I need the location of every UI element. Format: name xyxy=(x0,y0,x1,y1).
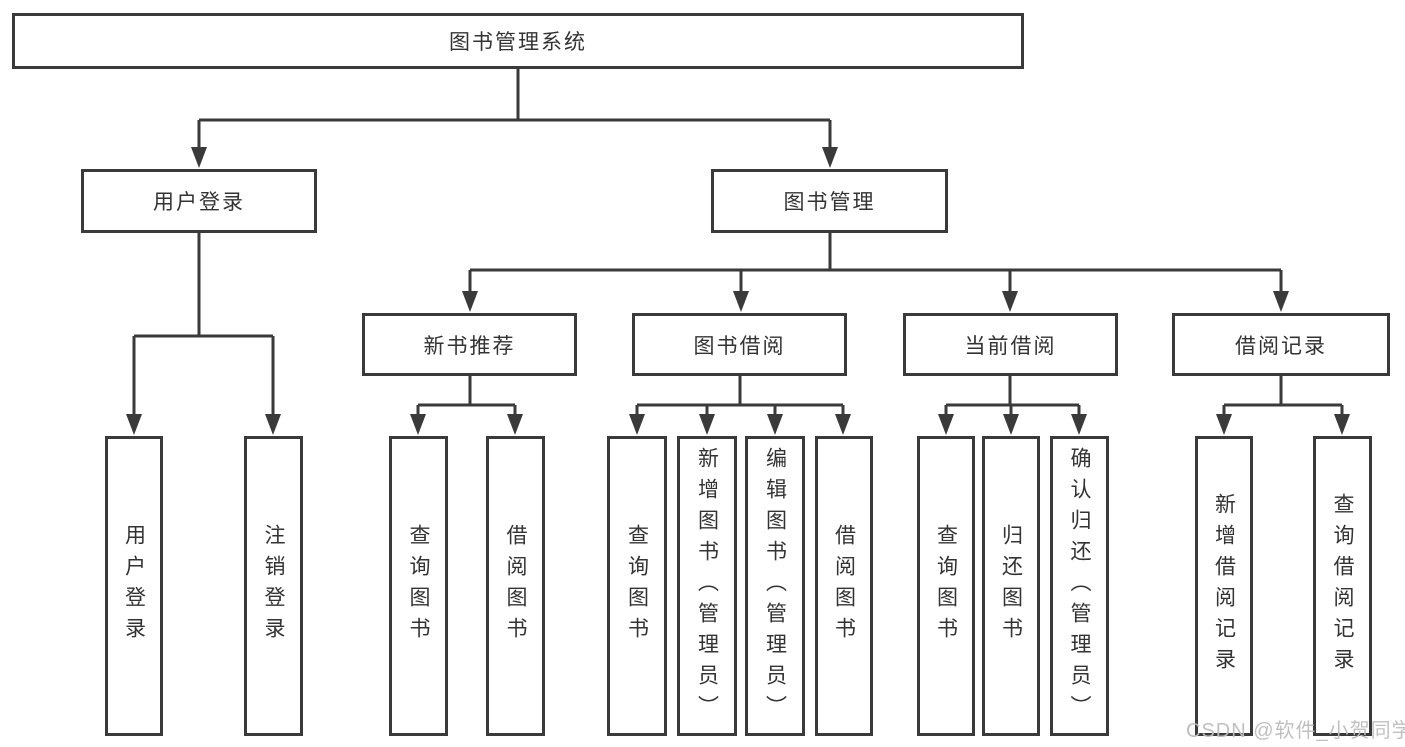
node-bb-borrow-book-label: 借阅图书 xyxy=(832,524,856,648)
node-logout-label: 注销登录 xyxy=(262,524,285,648)
node-book-borrow: 图书借阅 xyxy=(632,313,847,376)
node-nr-query-book: 查询图书 xyxy=(389,436,448,736)
node-login: 用户登录 xyxy=(105,436,163,736)
node-bb-query-book: 查询图书 xyxy=(607,436,667,736)
node-bb-borrow-book: 借阅图书 xyxy=(815,436,873,736)
node-current-borrow: 当前借阅 xyxy=(903,313,1118,376)
node-bb-add-book-admin: 新增图书（管理员） xyxy=(677,436,737,736)
node-bb-query-book-label: 查询图书 xyxy=(625,524,649,648)
node-nr-query-book-label: 查询图书 xyxy=(407,524,430,648)
node-cb-query-book: 查询图书 xyxy=(917,436,975,736)
node-user-login: 用户登录 xyxy=(81,169,317,233)
node-login-label: 用户登录 xyxy=(122,524,146,648)
node-bb-add-book-admin-label: 新增图书（管理员） xyxy=(695,446,719,726)
node-cb-query-book-label: 查询图书 xyxy=(934,524,958,648)
node-bb-edit-book-admin-label: 编辑图书（管理员） xyxy=(763,446,787,726)
node-br-query-record: 查询借阅记录 xyxy=(1313,436,1372,736)
node-br-add-record-label: 新增借阅记录 xyxy=(1212,493,1236,679)
node-br-add-record: 新增借阅记录 xyxy=(1195,436,1253,736)
node-cb-return-book-label: 归还图书 xyxy=(999,524,1023,648)
node-nr-borrow-book: 借阅图书 xyxy=(486,436,545,736)
node-cb-confirm-return-admin: 确认归还（管理员） xyxy=(1050,436,1109,736)
node-bb-edit-book-admin: 编辑图书（管理员） xyxy=(745,436,805,736)
node-borrow-records: 借阅记录 xyxy=(1172,313,1390,376)
node-cb-return-book: 归还图书 xyxy=(982,436,1040,736)
csdn-watermark: CSDN @软件_小贺同学 xyxy=(1186,720,1405,742)
node-book-management: 图书管理 xyxy=(711,169,948,233)
node-new-book-recommend: 新书推荐 xyxy=(362,313,577,376)
node-logout: 注销登录 xyxy=(244,436,303,736)
node-library-system: 图书管理系统 xyxy=(12,13,1024,69)
node-br-query-record-label: 查询借阅记录 xyxy=(1331,493,1354,679)
node-cb-confirm-return-admin-label: 确认归还（管理员） xyxy=(1068,446,1091,726)
node-nr-borrow-book-label: 借阅图书 xyxy=(504,524,527,648)
